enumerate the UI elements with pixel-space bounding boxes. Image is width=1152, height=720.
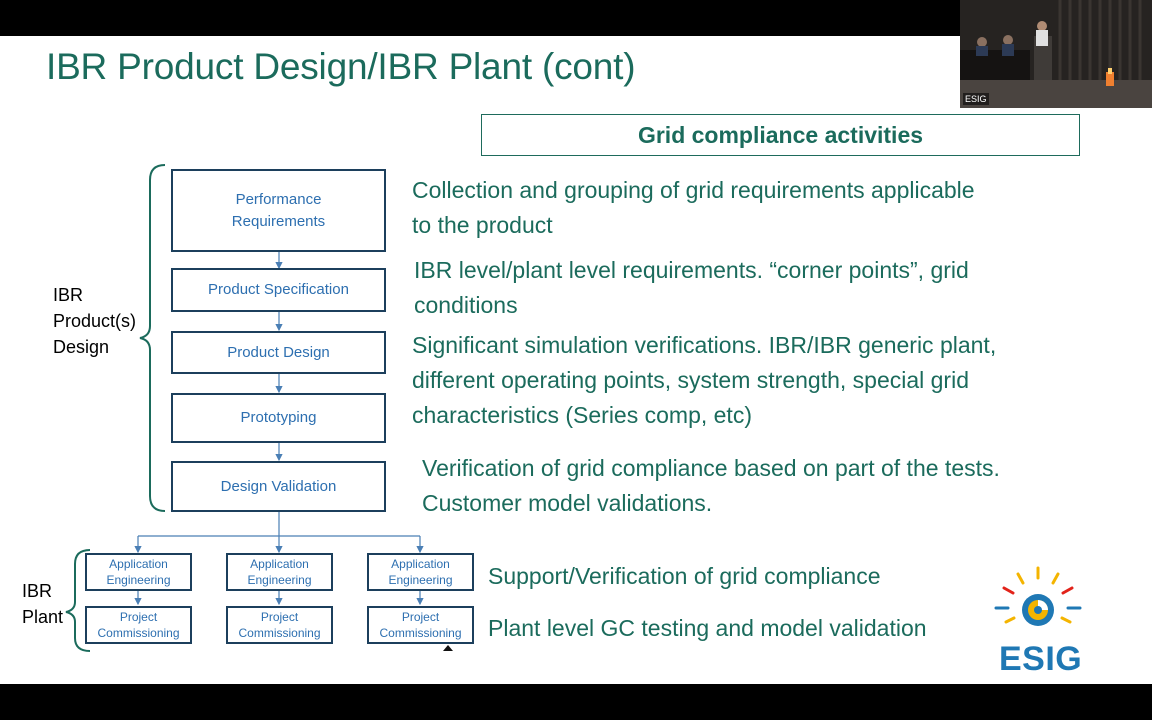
description-design: Significant simulation verifications. IB… <box>412 332 997 428</box>
grid-compliance-header: Grid compliance activities <box>481 114 1080 156</box>
webcam-tag: ESIG <box>963 93 989 105</box>
slide-title: IBR Product Design/IBR Plant (cont) <box>46 46 636 87</box>
description-plant-support: Support/Verification of grid compliance <box>488 563 881 589</box>
plant-project-commissioning-1: Project Commissioning <box>85 606 192 644</box>
description-plant-testing: Plant level GC testing and model validat… <box>488 615 927 641</box>
slide: IBR Product Design/IBR Plant (cont) Grid… <box>0 36 1152 684</box>
flow-prototyping: Prototyping <box>171 393 386 443</box>
description-validation: Verification of grid compliance based on… <box>422 455 1000 516</box>
ibr-plant-label: IBR Plant <box>22 581 64 627</box>
webcam-video: ESIG <box>960 0 1152 108</box>
esig-logo-text: ESIG <box>999 640 1083 678</box>
plant-project-commissioning-3: Project Commissioning <box>367 606 474 644</box>
plant-brace <box>65 549 91 652</box>
plant-project-commissioning-2: Project Commissioning <box>226 606 333 644</box>
conference-stage-image <box>960 0 1152 108</box>
plant-application-engineering-2: Application Engineering <box>226 553 333 591</box>
description-requirements: Collection and grouping of grid requirem… <box>412 177 975 238</box>
description-specification: IBR level/plant level requirements. “cor… <box>414 257 969 318</box>
flow-performance-requirements: Performance Requirements <box>171 169 386 252</box>
flow-product-specification: Product Specification <box>171 268 386 312</box>
plant-application-engineering-3: Application Engineering <box>367 553 474 591</box>
mouse-cursor <box>443 645 453 651</box>
flow-product-design: Product Design <box>171 331 386 374</box>
product-brace <box>139 164 166 512</box>
ibr-product-design-label: IBR Product(s) Design <box>53 285 137 357</box>
plant-application-engineering-1: Application Engineering <box>85 553 192 591</box>
flow-connectors <box>65 164 453 652</box>
flow-design-validation: Design Validation <box>171 461 386 512</box>
esig-sun-icon <box>994 566 1082 626</box>
